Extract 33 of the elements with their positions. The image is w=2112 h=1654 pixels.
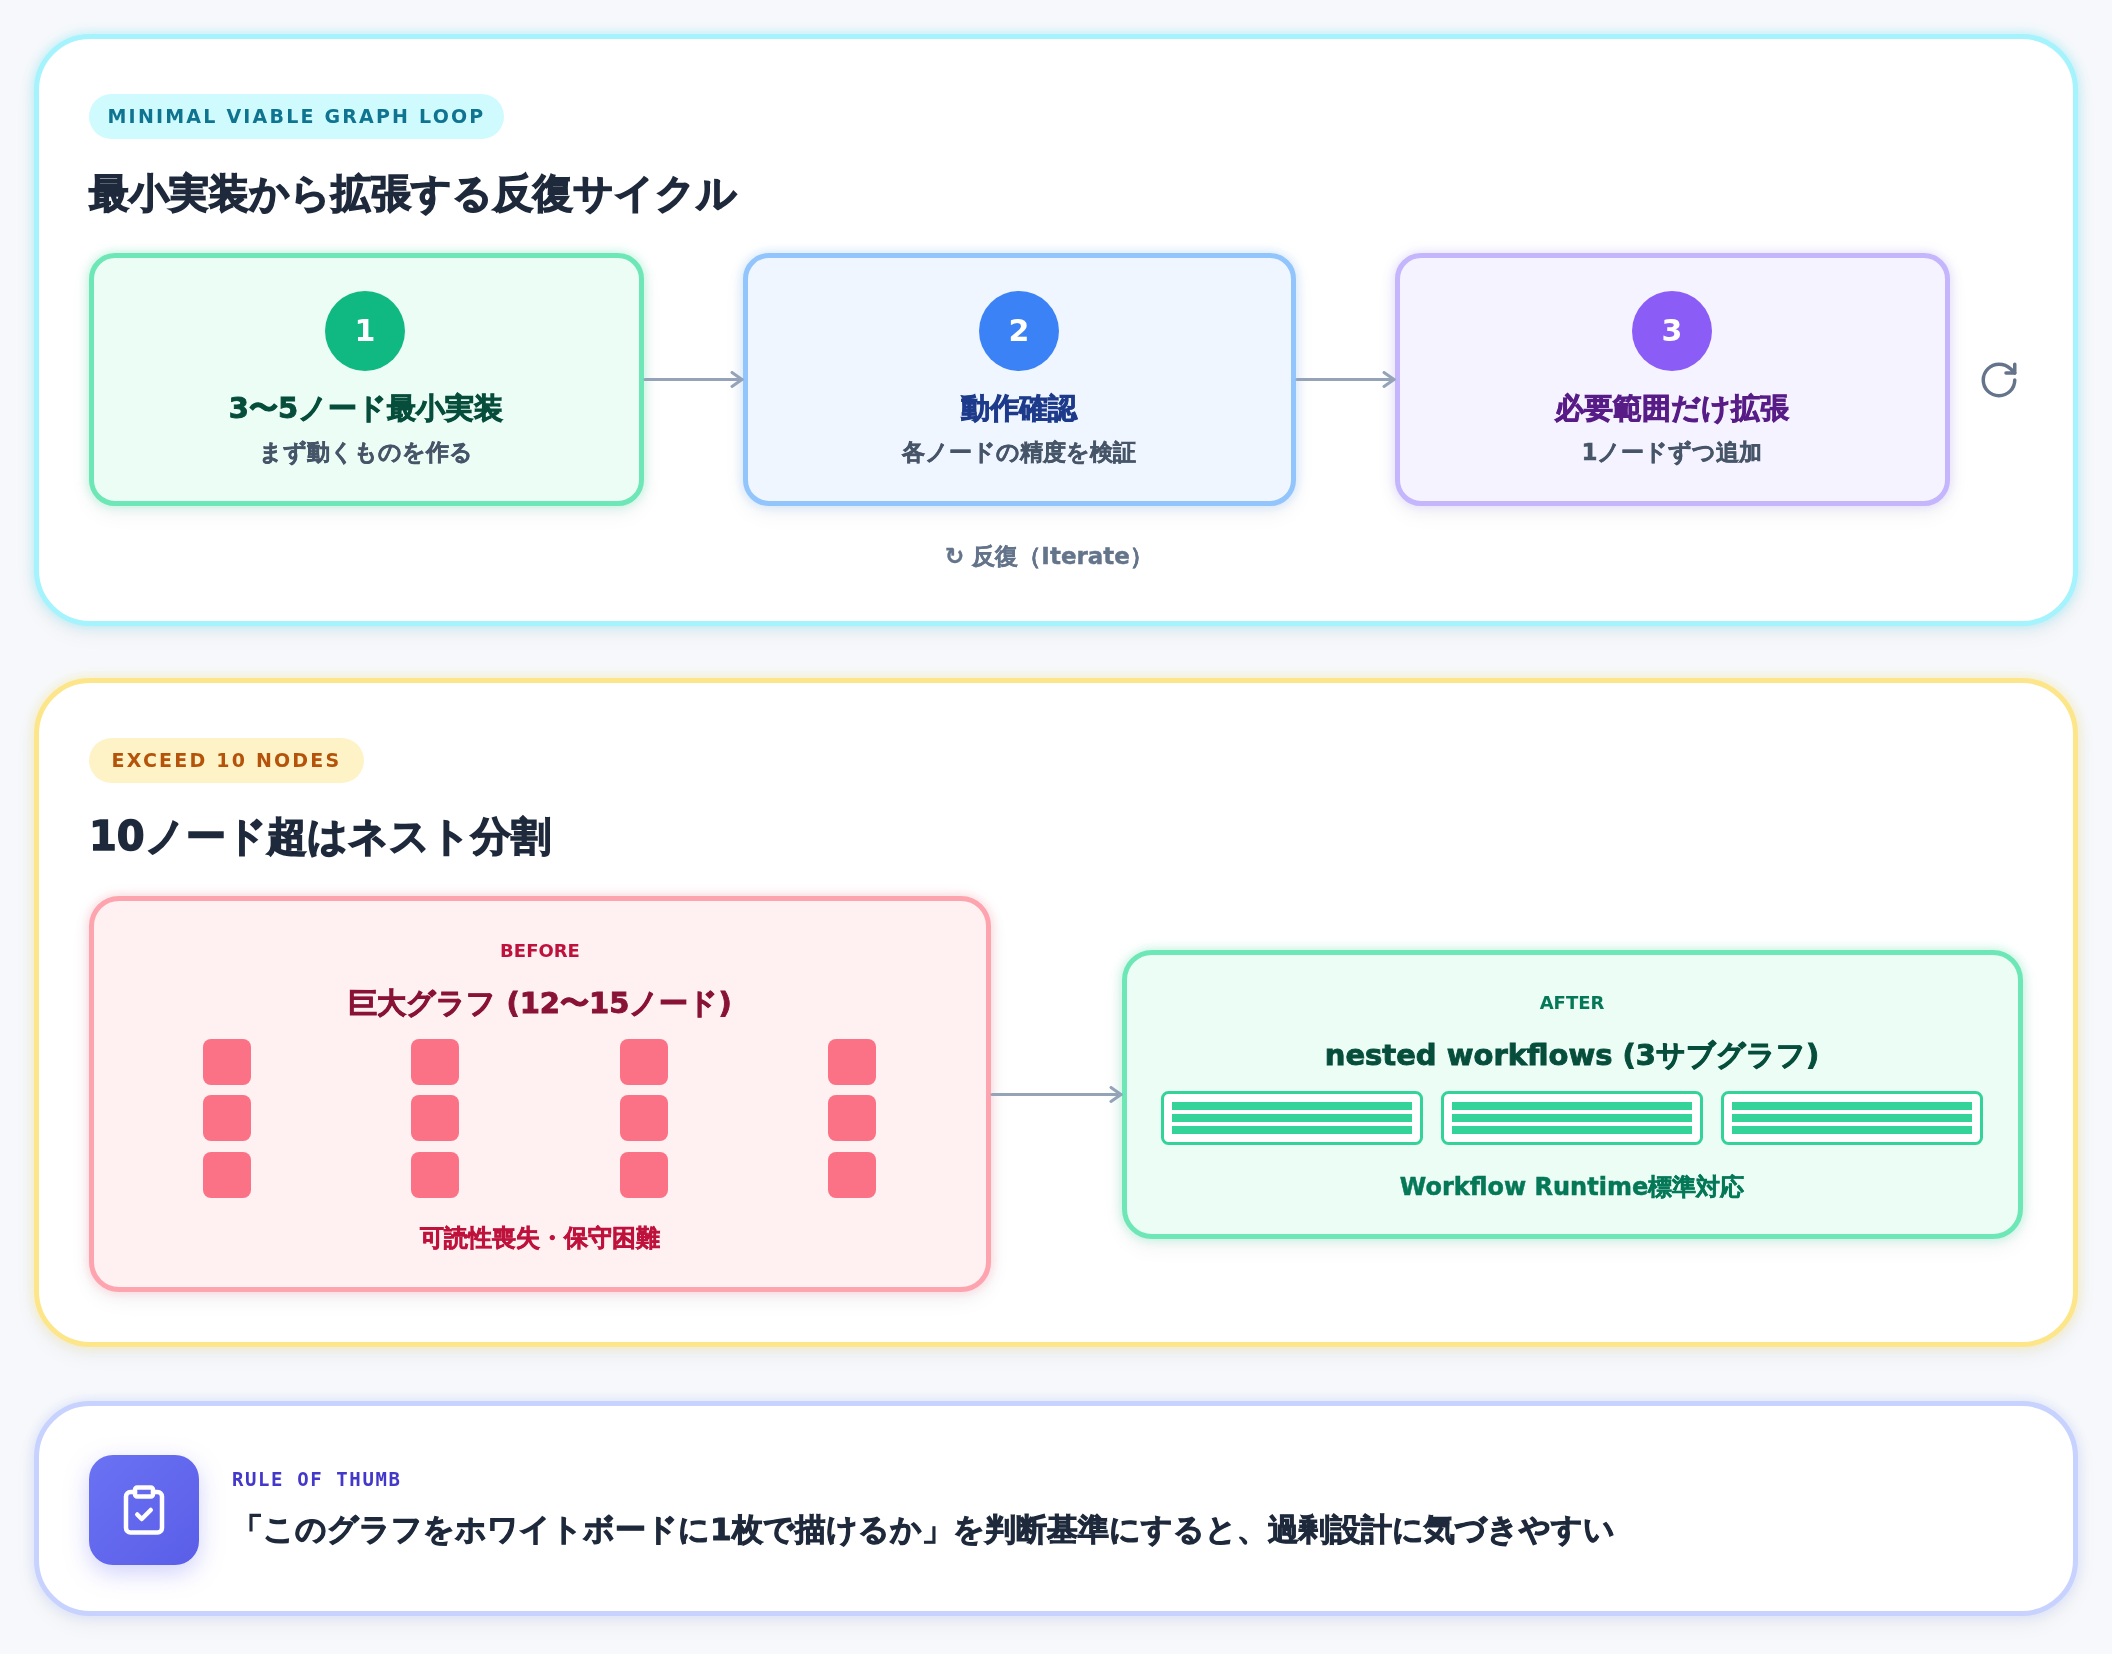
- section-heading: 10ノード超はネスト分割: [89, 812, 551, 861]
- tip-panel: [34, 1401, 2078, 1616]
- section-panel: [34, 678, 2078, 1347]
- step-card: [89, 253, 644, 506]
- after-card: [1122, 950, 2023, 1239]
- step-card: [743, 253, 1296, 506]
- card-label: BEFORE: [500, 939, 580, 963]
- card-caption: Workflow Runtime標準対応: [1399, 1172, 1745, 1202]
- step-number: 2: [979, 291, 1059, 371]
- card-title: 巨大グラフ (12〜15ノード): [348, 984, 732, 1022]
- step-title: 3〜5ノード最小実装: [228, 389, 504, 427]
- step-number: 1: [325, 291, 405, 371]
- tip-text: 「このグラフをホワイトボードに1枚で描けるか」を判断基準にすると、過剰設計に気づきやすい: [232, 1509, 1615, 1549]
- tip-label: RULE OF THUMB: [232, 1468, 402, 1492]
- before-card: [89, 896, 991, 1292]
- card-title: nested workflows (3サブグラフ): [1324, 1036, 1820, 1074]
- step-card: [1395, 253, 1950, 506]
- arrow: [643, 371, 744, 388]
- section-panel: [34, 34, 2078, 626]
- step-title: 必要範囲だけ拡張: [1555, 389, 1789, 427]
- loop-note: ↻ 反復（Iterate）: [945, 541, 1153, 571]
- step-title: 動作確認: [961, 389, 1077, 427]
- section-tag: MINIMAL VIABLE GRAPH LOOP: [89, 94, 504, 139]
- card-label: AFTER: [1539, 991, 1605, 1015]
- step-description: 各ノードの精度を検証: [902, 437, 1136, 467]
- arrow: [1295, 371, 1396, 388]
- step-number: 3: [1632, 291, 1712, 371]
- step-description: 1ノードずつ追加: [1581, 437, 1763, 467]
- section-tag: EXCEED 10 NODES: [89, 738, 364, 783]
- arrow: [990, 1086, 1123, 1103]
- card-caption: 可読性喪失・保守困難: [420, 1223, 660, 1253]
- step-description: まず動くものを作る: [259, 437, 473, 467]
- section-heading: 最小実装から拡張する反復サイクル: [89, 169, 737, 218]
